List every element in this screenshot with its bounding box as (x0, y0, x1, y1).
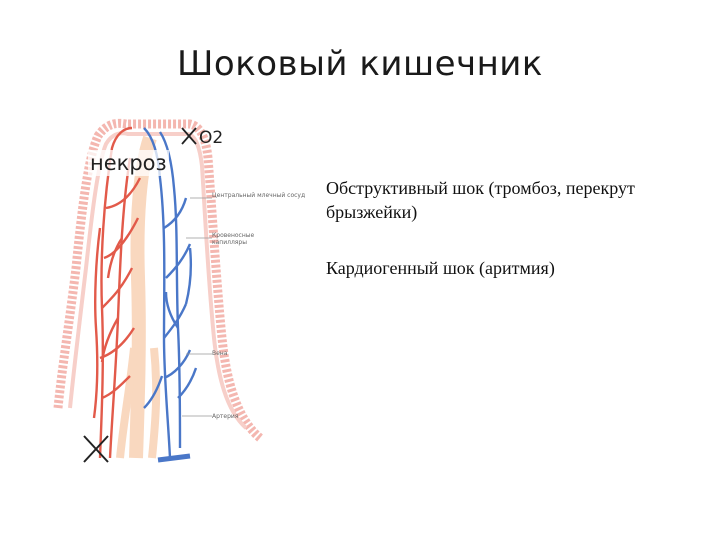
necrosis-label: некроз (88, 150, 169, 176)
vein-network (143, 127, 198, 459)
villus-diagram (40, 118, 300, 478)
artery-network (92, 126, 142, 459)
bullet-obstructive-shock: Обструктивный шок (тромбоз, перекрут бры… (326, 178, 635, 222)
label-artery: Артерия (212, 413, 239, 420)
villus-illustration (53, 118, 264, 463)
label-central-vessel: Центральный млечный сосуд (212, 192, 306, 199)
lacteal-vessel (129, 135, 157, 459)
o2-label: O2 (199, 128, 224, 148)
villus-epithelium (53, 118, 264, 442)
o2-block-cross (181, 127, 197, 145)
bullet-cardiogenic-shock: Кардиогенный шок (аритмия) (326, 258, 555, 278)
bullet-list: Обструктивный шок (тромбоз, перекрут бры… (326, 176, 686, 312)
slide-title: Шоковый кишечник (177, 44, 543, 84)
label-vein: Вена (212, 350, 228, 357)
label-capillaries: Кровеносные капилляры (212, 232, 255, 246)
artery-block-cross (83, 435, 109, 463)
